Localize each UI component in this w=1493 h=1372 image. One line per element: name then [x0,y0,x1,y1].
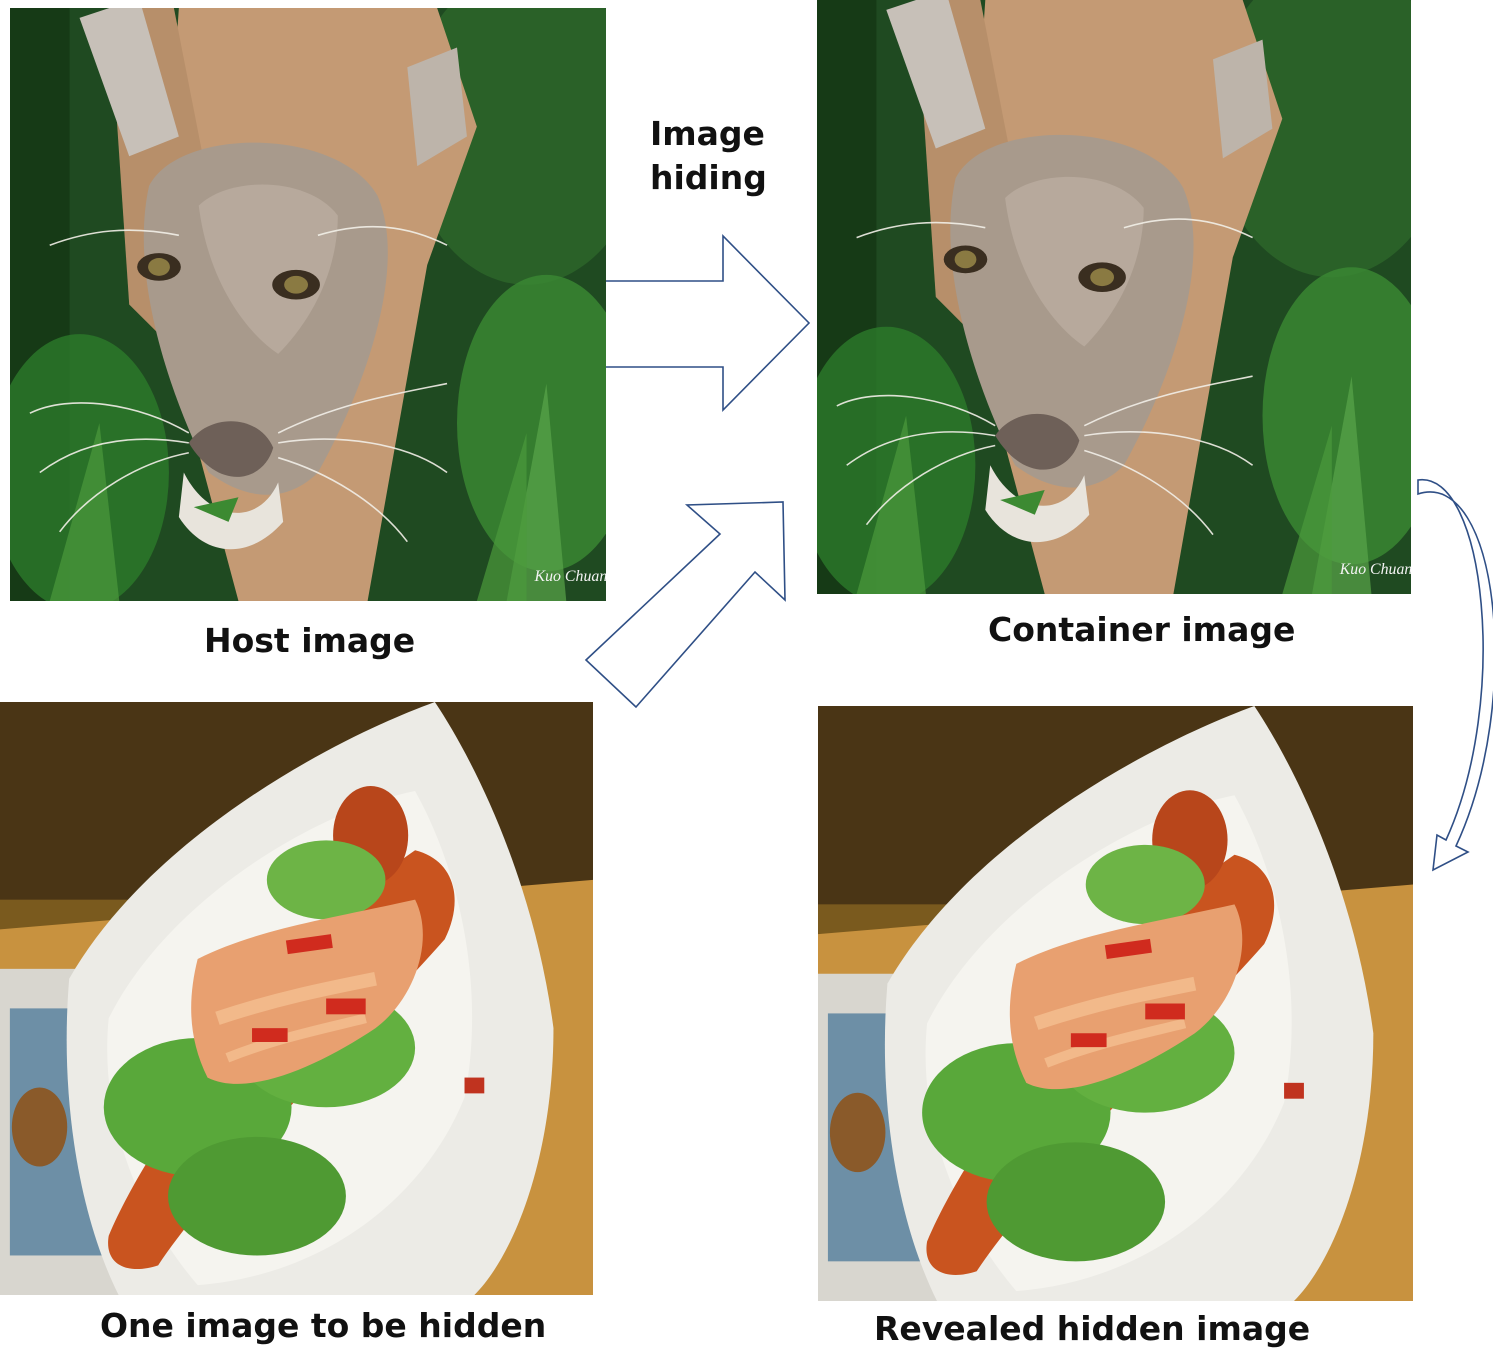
hiding-arrow-right [606,234,811,412]
caption-container: Container image [988,610,1296,649]
watermark-host: Kuo Chuan [533,568,606,585]
step-label-line-1: Image [650,114,765,153]
caption-secret: One image to be hidden [100,1306,547,1345]
step-label-image-hiding: Image hiding [650,112,767,200]
host-image: Kuo Chuan [10,8,606,601]
secret-to-hiding-arrow [584,501,786,709]
caption-revealed: Revealed hidden image [874,1309,1311,1348]
watermark-container: Kuo Chuan [1339,561,1411,578]
container-image: Kuo Chuan [817,0,1411,594]
reveal-curved-arrow [1417,479,1493,872]
caption-host: Host image [204,621,416,660]
step-label-line-2: hiding [650,158,767,197]
